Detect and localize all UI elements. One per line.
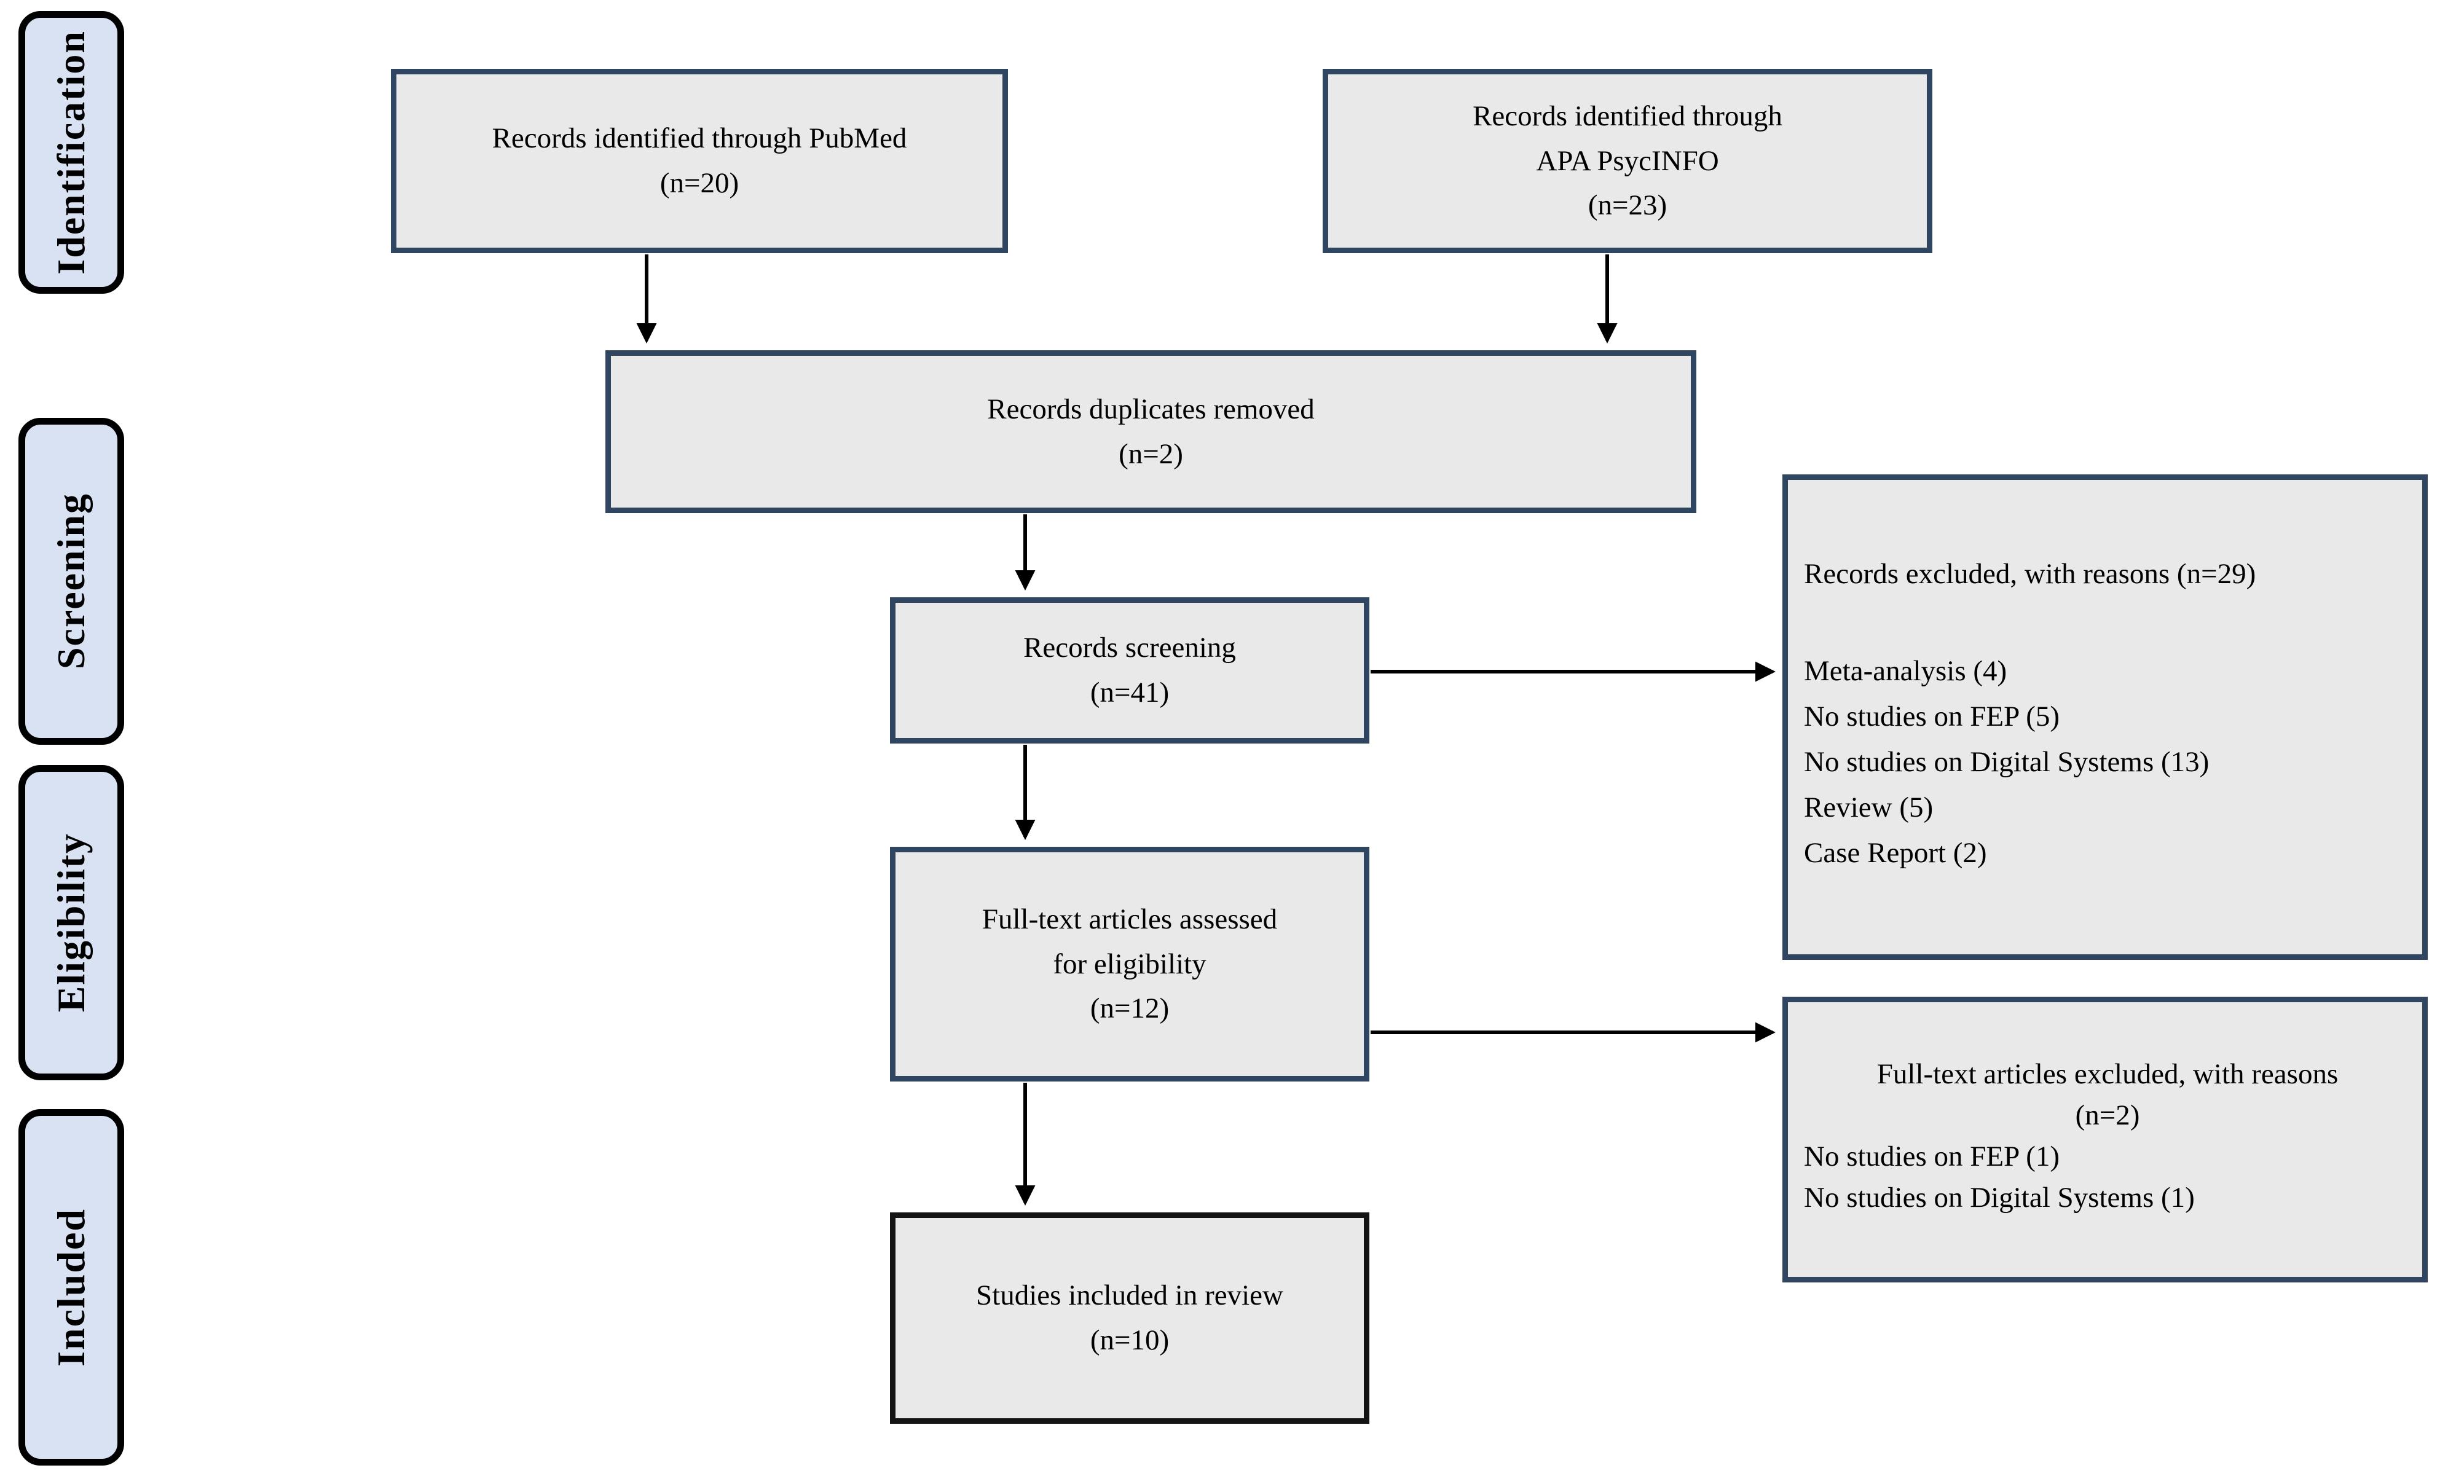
box-duplicates-removed: Records duplicates removed (n=2) [605, 350, 1696, 513]
exclusion-reason: No studies on Digital Systems (1) [1804, 1182, 2195, 1214]
fulltext-excluded-title: Full-text articles excluded, with reason… [1876, 1058, 2339, 1090]
box-line: Records identified through [1473, 100, 1782, 132]
box-records-excluded: Records excluded, with reasons (n=29) Me… [1782, 474, 2428, 960]
records-excluded-title: Records excluded, with reasons (n=29) [1804, 558, 2256, 590]
box-count: (n=12) [1090, 992, 1170, 1025]
stage-included: Included [18, 1109, 124, 1466]
stage-eligibility-label: Eligibility [49, 833, 93, 1013]
box-count: (n=10) [1090, 1324, 1170, 1356]
box-count: (n=2) [1119, 438, 1183, 470]
box-count: (n=41) [1090, 677, 1170, 709]
stage-included-label: Included [49, 1208, 93, 1367]
box-line: Records screening [1023, 632, 1236, 664]
box-records-screening: Records screening (n=41) [890, 597, 1369, 744]
box-count: (n=23) [1588, 189, 1667, 222]
fulltext-excluded-count: (n=2) [2075, 1099, 2140, 1131]
exclusion-reason: No studies on FEP (1) [1804, 1140, 2060, 1172]
stage-identification: Identification [18, 11, 124, 294]
box-line: Studies included in review [976, 1279, 1283, 1312]
box-line: Records duplicates removed [987, 393, 1315, 425]
box-line: APA PsycINFO [1536, 144, 1719, 177]
stage-identification-label: Identification [49, 30, 93, 275]
box-line: Full-text articles assessed [982, 903, 1278, 935]
box-records-identified-psycinfo: Records identified through APA PsycINFO … [1323, 69, 1932, 253]
box-studies-included: Studies included in review (n=10) [890, 1212, 1369, 1424]
exclusion-reason: Case Report (2) [1804, 837, 1987, 869]
stage-eligibility: Eligibility [18, 765, 124, 1080]
box-records-identified-pubmed: Records identified through PubMed (n=20) [391, 69, 1008, 253]
exclusion-reason: Meta-analysis (4) [1804, 655, 2007, 687]
box-fulltext-excluded: Full-text articles excluded, with reason… [1782, 997, 2428, 1282]
stage-screening: Screening [18, 418, 124, 745]
exclusion-reason: No studies on FEP (5) [1804, 701, 2060, 732]
box-line: Records identified through PubMed [492, 122, 907, 155]
box-line: for eligibility [1053, 948, 1206, 980]
box-count: (n=20) [659, 167, 739, 199]
exclusion-reason: No studies on Digital Systems (13) [1804, 746, 2210, 778]
box-fulltext-assessed: Full-text articles assessed for eligibil… [890, 847, 1369, 1082]
stage-screening-label: Screening [49, 493, 93, 670]
exclusion-reason: Review (5) [1804, 791, 1934, 823]
